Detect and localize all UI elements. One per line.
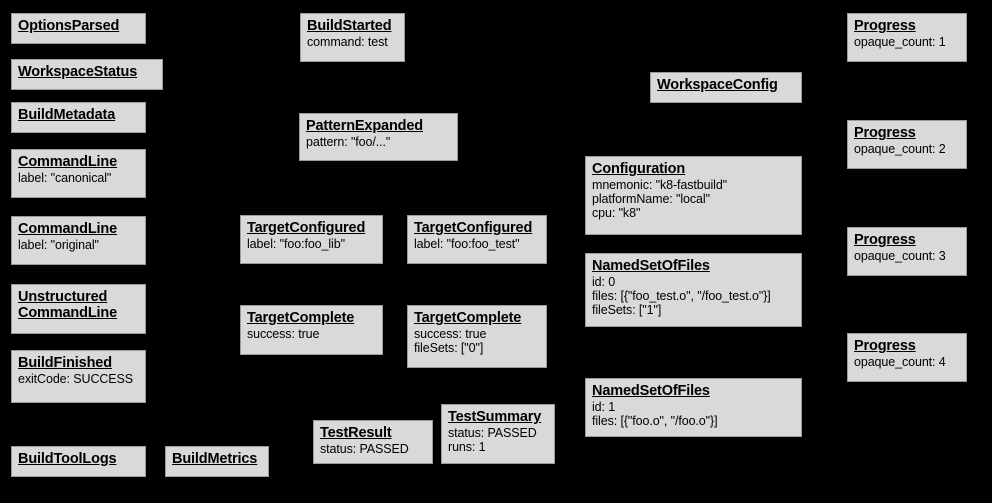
event-node-title: CommandLine: [18, 221, 118, 237]
event-node-title: WorkspaceStatus: [18, 64, 138, 80]
event-node-field: label: "original": [18, 238, 99, 253]
event-node-workspace-status[interactable]: WorkspaceStatus: [11, 59, 163, 90]
event-node-title: OptionsParsed: [18, 18, 120, 34]
event-node-build-tool-logs[interactable]: BuildToolLogs: [11, 446, 146, 477]
event-node-fields: command: test: [307, 35, 398, 49]
event-node-title: Unstructured CommandLine: [18, 289, 118, 322]
event-node-fields: label: "canonical": [18, 171, 139, 185]
event-node-field: opaque_count: 1: [854, 35, 946, 50]
event-node-title: Progress: [854, 125, 916, 141]
event-node-field: exitCode: SUCCESS: [18, 372, 134, 387]
event-node-field: label: "foo:foo_test": [414, 237, 520, 252]
event-node-title: TargetComplete: [247, 310, 355, 326]
event-node-title: NamedSetOfFiles: [592, 383, 710, 399]
event-node-fields: mnemonic: "k8-fastbuild"platformName: "l…: [592, 178, 795, 220]
event-node-field: files: [{"foo.o", "/foo.o"}]: [592, 414, 718, 429]
event-node-title: WorkspaceConfig: [657, 77, 778, 93]
event-node-field: success: true: [247, 327, 320, 342]
event-node-title: BuildMetadata: [18, 107, 116, 123]
event-node-title: Configuration: [592, 161, 686, 177]
event-node-fields: label: "foo:foo_test": [414, 237, 540, 251]
event-node-field: label: "foo:foo_lib": [247, 237, 345, 252]
event-node-fields: pattern: "foo/...": [306, 135, 451, 149]
event-node-field: fileSets: ["1"]: [592, 303, 662, 318]
event-node-title: CommandLine: [18, 154, 118, 170]
event-node-field: status: PASSED: [320, 442, 409, 457]
event-node-field: opaque_count: 3: [854, 249, 946, 264]
event-node-fields: exitCode: SUCCESS: [18, 372, 139, 386]
event-node-title: TestResult: [320, 425, 392, 441]
event-node-title: BuildFinished: [18, 355, 112, 371]
event-node-field: status: PASSED: [448, 426, 537, 441]
event-node-field: cpu: "k8": [592, 206, 641, 221]
event-node-fields: label: "original": [18, 238, 139, 252]
event-node-title: Progress: [854, 232, 916, 248]
event-node-build-metrics[interactable]: BuildMetrics: [165, 446, 269, 477]
event-node-title: NamedSetOfFiles: [592, 258, 710, 274]
event-node-build-metadata[interactable]: BuildMetadata: [11, 102, 146, 133]
event-node-title: BuildMetrics: [172, 451, 258, 467]
event-node-title: BuildStarted: [307, 18, 392, 34]
event-node-title: TargetConfigured: [247, 220, 366, 236]
event-node-title: TestSummary: [448, 409, 542, 425]
event-node-field: id: 0: [592, 275, 616, 290]
event-node-field: opaque_count: 2: [854, 142, 946, 157]
event-node-title: TargetConfigured: [414, 220, 533, 236]
event-node-title: TargetComplete: [414, 310, 522, 326]
event-node-fields: status: PASSED: [320, 442, 426, 456]
event-node-fields: success: true: [247, 327, 376, 341]
event-node-field: platformName: "local": [592, 192, 710, 207]
event-node-field: mnemonic: "k8-fastbuild": [592, 178, 728, 193]
event-node-field: fileSets: ["0"]: [414, 341, 484, 356]
event-node-fields: opaque_count: 3: [854, 249, 960, 263]
event-node-title: Progress: [854, 338, 916, 354]
event-node-field: success: true: [414, 327, 487, 342]
event-node-fields: opaque_count: 1: [854, 35, 960, 49]
event-node-title: BuildToolLogs: [18, 451, 117, 467]
event-node-title: PatternExpanded: [306, 118, 423, 134]
event-node-field: opaque_count: 4: [854, 355, 946, 370]
event-node-workspace-config[interactable]: WorkspaceConfig: [650, 72, 802, 103]
event-node-options-parsed[interactable]: OptionsParsed: [11, 13, 146, 44]
event-node-field: files: [{"foo_test.o", "/foo_test.o"}]: [592, 289, 771, 304]
event-node-field: pattern: "foo/...": [306, 135, 391, 150]
event-node-fields: label: "foo:foo_lib": [247, 237, 376, 251]
event-node-fields: opaque_count: 2: [854, 142, 960, 156]
event-node-fields: opaque_count: 4: [854, 355, 960, 369]
event-node-field: label: "canonical": [18, 171, 112, 186]
event-node-title: Progress: [854, 18, 916, 34]
event-node-field: id: 1: [592, 400, 616, 415]
event-node-field: command: test: [307, 35, 388, 50]
event-node-unstructured-command-line[interactable]: Unstructured CommandLine: [11, 284, 146, 334]
event-node-field: runs: 1: [448, 440, 486, 455]
